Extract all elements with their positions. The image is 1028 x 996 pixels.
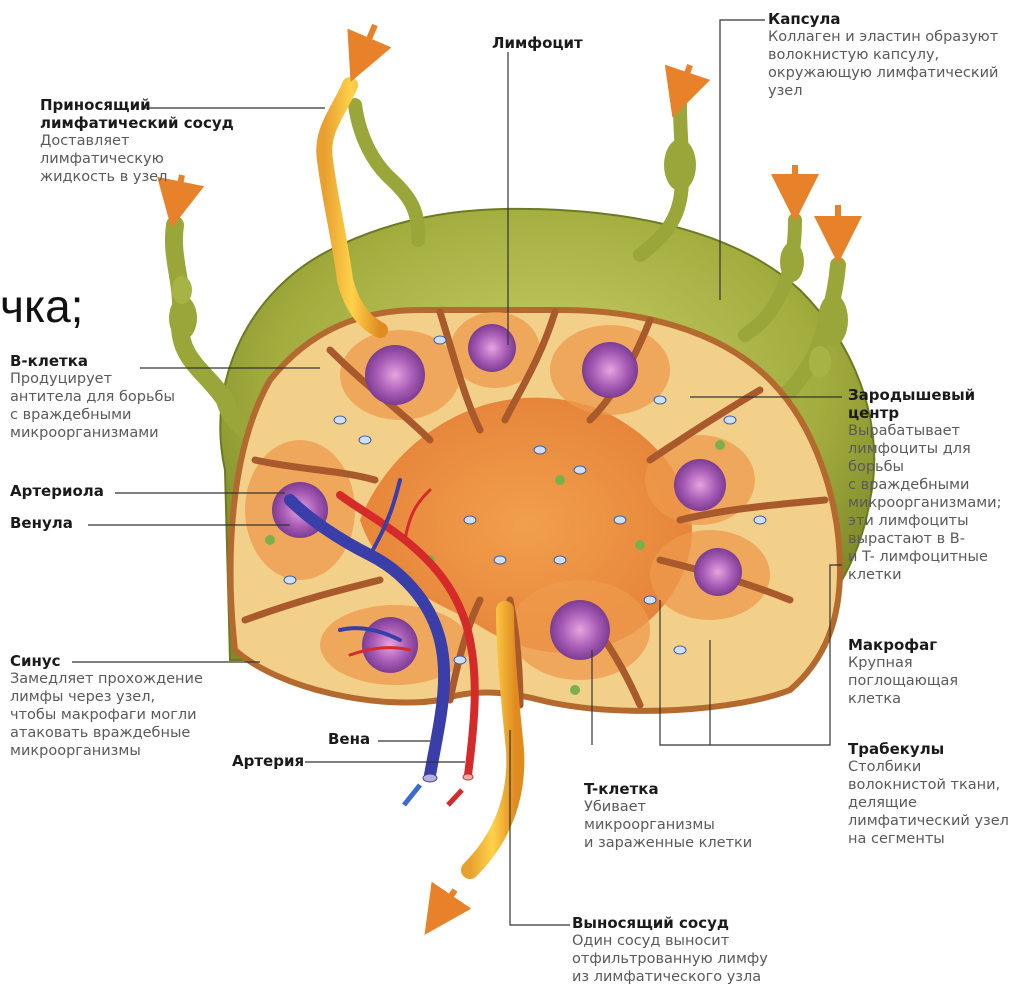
label-trabeculae-title: Трабекулы (848, 740, 1023, 758)
label-germinal: Зародышевый центр Вырабатывает лимфоциты… (848, 386, 1028, 584)
artery-inflow-arrow (448, 790, 462, 805)
label-tcell: T-клетка Убивает микроорганизмы и зараже… (584, 780, 784, 852)
label-bcell-title: B-клетка (10, 352, 210, 370)
label-vein-title: Вена (328, 730, 370, 748)
label-venule: Венула (10, 514, 73, 532)
label-efferent-title: Выносящий сосуд (572, 914, 802, 932)
label-efferent: Выносящий сосуд Один сосуд выносит отфил… (572, 914, 802, 986)
label-germinal-desc: Вырабатывает лимфоциты для борьбы с враж… (848, 422, 1028, 584)
label-arteriole: Артериола (10, 482, 104, 500)
fragment-text: чка; (0, 283, 83, 329)
label-trabeculae-desc: Столбики волокнистой ткани, делящие лимф… (848, 758, 1023, 848)
label-sinus-title: Синус (10, 652, 220, 670)
label-lymphocyte-title: Лимфоцит (492, 34, 583, 52)
label-sinus-desc: Замедляет прохождение лимфы через узел, … (10, 670, 220, 760)
node-cross-section (231, 310, 840, 711)
label-bcell: B-клетка Продуцирует антитела для борьбы… (10, 352, 210, 442)
label-germinal-title: Зародышевый центр (848, 386, 1028, 422)
vein-outflow-arrow (404, 785, 420, 805)
label-arteriole-title: Артериола (10, 482, 104, 500)
label-tcell-desc: Убивает микроорганизмы и зараженные клет… (584, 798, 784, 852)
label-lymphocyte: Лимфоцит (492, 34, 583, 52)
label-macrophage-title: Макрофаг (848, 636, 1023, 654)
label-tcell-title: T-клетка (584, 780, 784, 798)
label-artery: Артерия (232, 752, 304, 770)
label-macrophage-desc: Крупная поглощающая клетка (848, 654, 1023, 708)
label-artery-title: Артерия (232, 752, 304, 770)
label-afferent: Приносящий лимфатический сосуд Доставляе… (40, 96, 240, 186)
label-venule-title: Венула (10, 514, 73, 532)
label-vein: Вена (328, 730, 370, 748)
label-capsule-desc: Коллаген и эластин образуют волокнистую … (768, 28, 1023, 100)
label-afferent-desc: Доставляет лимфатическую жидкость в узел (40, 132, 240, 186)
label-macrophage: Макрофаг Крупная поглощающая клетка (848, 636, 1023, 708)
label-efferent-desc: Один сосуд выносит отфильтрованную лимфу… (572, 932, 802, 986)
label-capsule-title: Капсула (768, 10, 1023, 28)
label-capsule: Капсула Коллаген и эластин образуют воло… (768, 10, 1023, 100)
label-bcell-desc: Продуцирует антитела для борьбы с вражде… (10, 370, 210, 442)
label-afferent-title: Приносящий лимфатический сосуд (40, 96, 240, 132)
label-trabeculae: Трабекулы Столбики волокнистой ткани, де… (848, 740, 1023, 848)
label-sinus: Синус Замедляет прохождение лимфы через … (10, 652, 220, 760)
